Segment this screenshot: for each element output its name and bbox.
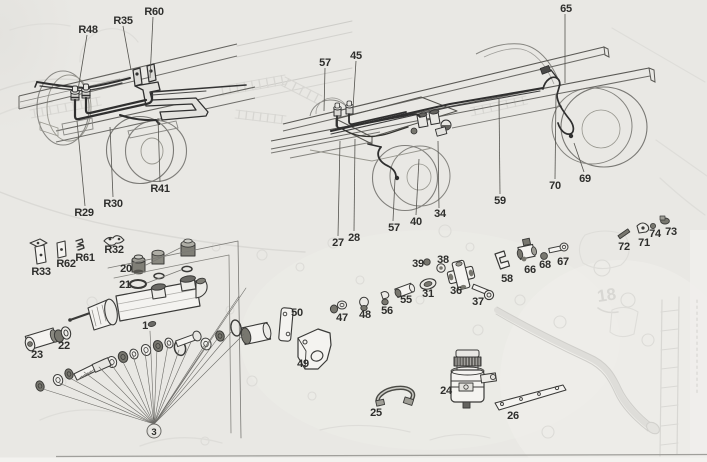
svg-text:72: 72: [618, 241, 630, 253]
svg-text:68: 68: [539, 259, 551, 271]
svg-text:36: 36: [450, 285, 462, 297]
svg-text:21: 21: [119, 279, 131, 291]
svg-text:18: 18: [596, 285, 617, 306]
svg-text:55: 55: [400, 294, 412, 306]
svg-text:R35: R35: [113, 15, 132, 27]
svg-text:39: 39: [412, 258, 424, 270]
svg-text:22: 22: [58, 340, 70, 352]
svg-text:38: 38: [437, 254, 449, 266]
svg-text:40: 40: [410, 216, 422, 228]
svg-text:49: 49: [297, 358, 309, 370]
svg-text:37: 37: [472, 296, 484, 308]
svg-text:1: 1: [142, 320, 148, 332]
svg-text:R41: R41: [150, 183, 169, 195]
svg-text:48: 48: [359, 309, 371, 321]
svg-text:65: 65: [560, 3, 572, 15]
svg-text:R32: R32: [104, 244, 123, 256]
svg-text:R29: R29: [74, 207, 93, 219]
svg-text:57: 57: [319, 57, 331, 69]
svg-text:3: 3: [151, 427, 156, 438]
svg-text:67: 67: [557, 256, 569, 268]
svg-text:57: 57: [388, 222, 400, 234]
svg-text:58: 58: [501, 273, 513, 285]
svg-text:20: 20: [120, 263, 132, 275]
svg-text:66: 66: [524, 264, 536, 276]
svg-text:25: 25: [370, 407, 382, 419]
svg-text:74: 74: [649, 228, 662, 240]
svg-text:R61: R61: [75, 252, 94, 264]
svg-text:R33: R33: [31, 266, 50, 278]
svg-text:69: 69: [579, 173, 591, 185]
svg-text:R48: R48: [78, 24, 97, 36]
svg-text:26: 26: [507, 410, 519, 422]
svg-text:73: 73: [665, 226, 677, 238]
svg-text:R60: R60: [144, 6, 163, 18]
svg-text:R62: R62: [56, 258, 75, 270]
svg-text:23: 23: [31, 349, 43, 361]
svg-text:56: 56: [381, 305, 393, 317]
svg-text:70: 70: [549, 180, 561, 192]
svg-text:59: 59: [494, 195, 506, 207]
svg-text:34: 34: [434, 208, 447, 220]
svg-text:24: 24: [440, 385, 453, 397]
svg-text:R30: R30: [103, 198, 122, 210]
svg-text:50: 50: [291, 307, 303, 319]
svg-text:47: 47: [336, 312, 348, 324]
svg-text:31: 31: [422, 288, 434, 300]
svg-text:45: 45: [350, 50, 362, 62]
svg-text:27: 27: [332, 237, 344, 249]
svg-text:71: 71: [638, 237, 650, 249]
svg-text:28: 28: [348, 232, 360, 244]
